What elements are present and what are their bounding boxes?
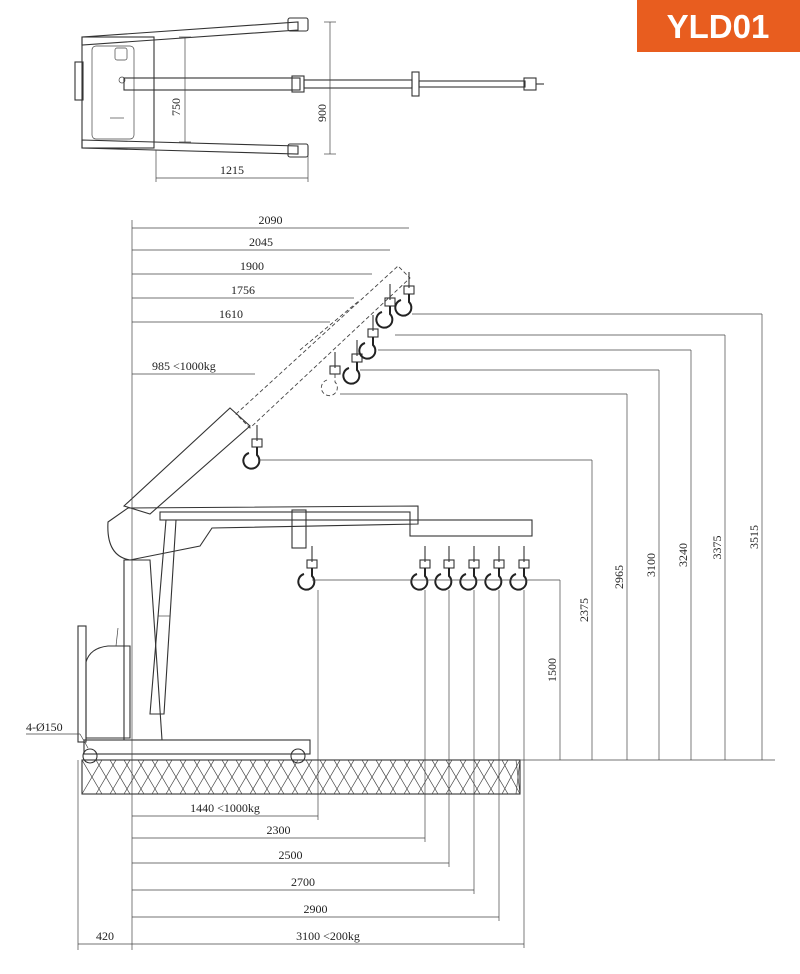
boom-lowered-clamp [291,509,307,549]
top-boom-pin [411,71,420,97]
top-handle [74,61,84,101]
hook-icon [394,294,413,317]
boom-lowered [107,505,419,561]
hook-icon [410,568,429,591]
height-dim-label: 3100 [644,553,658,577]
hook-icon [320,374,338,397]
hook-icon [375,306,394,329]
hook-icon [358,337,377,360]
side-view: 2090 2045 1900 1756 1610 985 <1000kg 1500 2375 2… [26,213,775,950]
boom-dim-label: 985 <1000kg [152,359,216,373]
floor [81,759,521,795]
base-frame [83,739,311,755]
wheel-front [290,748,306,764]
hook-icon [342,362,361,385]
height-dim-label: 2375 [577,598,591,622]
hook-icon [484,568,503,591]
top-body [81,36,155,149]
floor-dim-label: 1440 <1000kg [190,801,260,815]
height-dim-label: 3375 [710,536,724,560]
dim-leg-length-label: 1215 [220,163,244,177]
pump-housing [85,645,131,739]
wheel-rear [82,748,98,764]
boom-raised [122,407,251,515]
boom-dim-label: 1610 [219,307,243,321]
floor-dim-label: 2500 [279,848,303,862]
model-badge [637,0,800,52]
base-dim-label: 420 [96,929,114,943]
floor-dim-label: 2900 [304,902,328,916]
floor-dim-label: 2700 [291,875,315,889]
top-leg-upper [81,21,299,46]
dimensions: 2090 2045 1900 1756 1610 985 <1000kg 1500 2375 2… [77,213,775,950]
mast [123,559,163,741]
pump-lever [115,627,119,647]
height-dim-label: 3515 [747,525,761,549]
boom-dim-label: 1900 [240,259,264,273]
top-boom-outer [418,80,526,88]
top-pivot-icon [118,76,126,84]
floor-dim-label: 3100 <200kg [296,929,360,943]
hook-icon [242,447,261,470]
floor-dim-label: 2300 [267,823,291,837]
floor-slab [81,759,521,795]
hook-icon [509,568,528,591]
push-handle [77,625,87,743]
height-dim-label: 2965 [612,565,626,589]
boom-raised-extension-dashed [235,265,411,429]
wheel-size-label: 4-Ø150 [26,720,63,734]
floor-hatch [81,759,521,795]
hook-icon [297,568,316,591]
hooks [242,272,530,591]
boom-dim-label: 1756 [231,283,255,297]
hook-icon [459,568,478,591]
dim-outer-width-label: 900 [315,104,329,122]
height-dim-label: 3240 [676,543,690,567]
top-boom-tip [523,77,537,91]
boom-lowered-tip [409,519,533,537]
top-pump-housing [91,45,135,140]
dim-inner-width-label: 750 [169,98,183,116]
top-view: 750 900 1215 [74,17,544,182]
top-boom-inner [123,77,301,91]
boom-dim-label: 2090 [259,213,283,227]
height-dim-label: 1500 [545,658,559,682]
top-wheel-upper [287,17,309,32]
boom-lowered-extension [159,511,411,521]
hook-icon [434,568,453,591]
boom-dim-label: 2045 [249,235,273,249]
top-control-box [114,47,128,61]
model-badge-text: YLD01 [667,8,770,45]
top-boom-mid [303,79,413,89]
top-wheel-lower [287,143,309,158]
